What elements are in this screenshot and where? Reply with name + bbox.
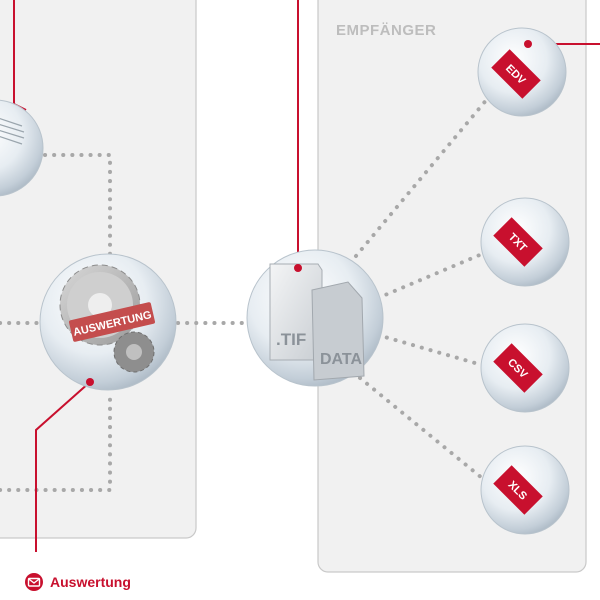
gear-small-icon <box>113 331 155 373</box>
connector-center-xls <box>358 376 484 480</box>
center-anchor-dot <box>294 264 302 272</box>
connector-center-edv <box>354 96 490 258</box>
output-txt-node[interactable]: TXT <box>480 197 570 287</box>
data-document-icon: DATA <box>311 281 365 381</box>
process-node[interactable]: AUSWERTUNG <box>39 253 177 391</box>
output-xls-node[interactable]: XLS <box>480 445 570 535</box>
auswertung-link[interactable]: Auswertung <box>24 572 131 592</box>
caption-label: Auswertung <box>50 574 131 590</box>
xls-file-icon: XLS <box>493 465 543 515</box>
output-edv-node[interactable]: EDV <box>477 27 567 117</box>
scanner-node <box>0 99 44 197</box>
data-label: DATA <box>320 351 363 368</box>
connector-center-csv <box>376 333 484 367</box>
connector-top-left <box>43 153 112 262</box>
csv-file-icon: CSV <box>493 343 543 393</box>
edv-anchor-dot <box>524 40 532 48</box>
txt-file-icon: TXT <box>493 217 543 267</box>
output-csv-node[interactable]: CSV <box>480 323 570 413</box>
edv-file-icon: EDV <box>491 49 541 99</box>
receiver-panel-title: EMPFÄNGER <box>336 22 437 39</box>
connector-center-txt <box>376 252 484 300</box>
process-anchor-dot <box>86 378 94 386</box>
leader-line-caption <box>35 381 91 552</box>
scanner-icon <box>0 118 25 145</box>
mail-icon <box>25 573 43 591</box>
center-node[interactable]: .TIF DATA <box>246 249 384 387</box>
tif-label: .TIF <box>276 330 306 349</box>
